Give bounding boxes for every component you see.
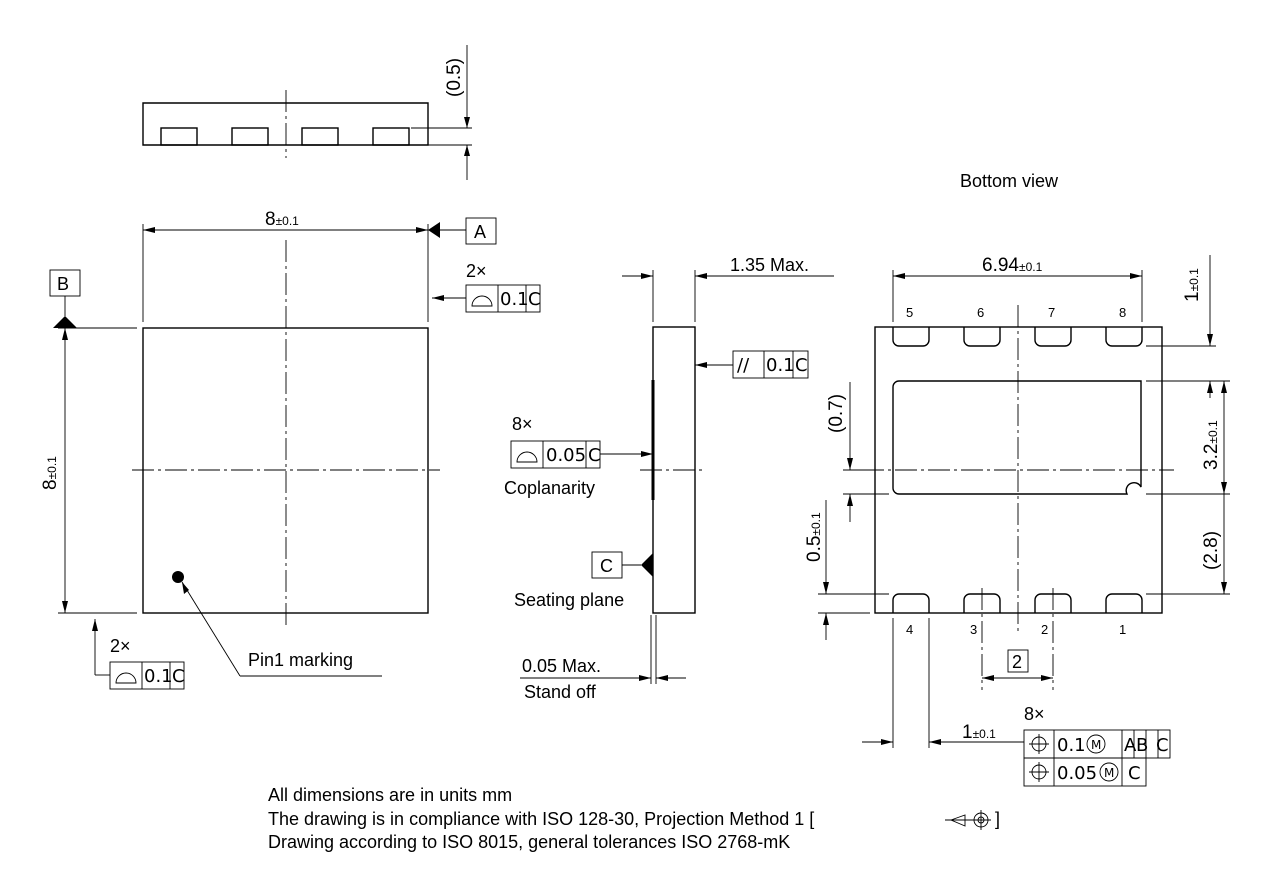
package-body-bottom [874, 326, 1163, 614]
bottom-view: Bottom view 5 6 7 8 4 3 2 1 6.94±0.1 [804, 171, 1230, 787]
side-view-top: (0.5) [142, 45, 472, 180]
bottom-view-title: Bottom view [960, 171, 1059, 191]
position-row1-datum-c: C [1156, 735, 1169, 756]
dim-0-5-tol: 0.5±0.1 [804, 512, 825, 562]
coplanarity-count: 8× [512, 414, 533, 434]
position-fcf-count: 8× [1024, 704, 1045, 724]
parallel-symbol: // [737, 355, 750, 376]
dim-0-7: (0.7) [826, 394, 847, 433]
dim-2-8: (2.8) [1201, 531, 1222, 570]
pin-1: 1 [1119, 622, 1126, 637]
pad-height-dim: 3.2±0.1 [1201, 420, 1222, 470]
width-dim: 8±0.1 [265, 209, 299, 230]
position-row1-datum-a: A [1124, 735, 1137, 756]
position-row1-modifier: M [1091, 738, 1101, 752]
position-row1-value: 0.1 [1057, 735, 1086, 756]
fcf-top-count: 2× [466, 261, 487, 281]
fcf-bottom-value: 0.1 [144, 666, 173, 687]
pin-8: 8 [1119, 305, 1126, 320]
pitch-value: 2 [1012, 652, 1022, 672]
pin-6: 6 [977, 305, 984, 320]
pin-2: 2 [1041, 622, 1048, 637]
datum-c-label: C [600, 556, 613, 576]
pad-width-dim: 1±0.1 [962, 722, 996, 743]
seating-plane-label: Seating plane [514, 590, 624, 610]
standoff-value: 0.05 Max. [522, 656, 601, 676]
side-view: 1.35 Max. // 0.1 C 8× 0.05 C Coplanarity… [504, 255, 834, 702]
position-row2-value: 0.05 [1057, 763, 1097, 784]
pin-3: 3 [970, 622, 977, 637]
datum-b-label: B [57, 274, 69, 294]
note-tolerances: Drawing according to ISO 8015, general t… [268, 832, 790, 852]
note-compliance-end: ] [995, 809, 1000, 829]
coplanarity-value: 0.05 [546, 445, 586, 466]
max-height: 1.35 Max. [730, 255, 809, 275]
projection-method-icon [945, 810, 991, 830]
fcf-bottom-datum: C [172, 666, 185, 687]
package-body-top [142, 327, 429, 614]
fcf-bottom-count: 2× [110, 636, 131, 656]
standoff-label: Stand off [524, 682, 597, 702]
pin1-label: Pin1 marking [248, 650, 353, 670]
pin1-marker [172, 571, 184, 583]
pin-7: 7 [1048, 305, 1055, 320]
height-dim: 8±0.1 [40, 456, 61, 490]
fcf-top-value: 0.1 [500, 289, 529, 310]
position-row2-modifier: M [1104, 766, 1114, 780]
parallel-value: 0.1 [766, 355, 795, 376]
pad-length-dim: 1±0.1 [1182, 268, 1203, 302]
dim-0-5: (0.5) [444, 58, 465, 97]
datum-a-label: A [474, 222, 486, 242]
exposed-pad [892, 380, 1142, 495]
position-row1-datum-b: B [1136, 735, 1148, 756]
bottom-width-dim: 6.94±0.1 [982, 255, 1043, 276]
note-units: All dimensions are in units mm [268, 785, 512, 805]
note-compliance: The drawing is in compliance with ISO 12… [268, 809, 814, 829]
position-row2-datum: C [1128, 763, 1141, 784]
coplanarity-label: Coplanarity [504, 478, 595, 498]
coplanarity-datum: C [588, 445, 601, 466]
notes: All dimensions are in units mm The drawi… [268, 785, 1000, 852]
pin-5: 5 [906, 305, 913, 320]
parallel-datum: C [795, 355, 808, 376]
fcf-top-datum: C [528, 289, 541, 310]
top-view: Pin1 marking 8±0.1 A 8±0.1 B 2× 0.1 [40, 209, 541, 690]
pin-4: 4 [906, 622, 913, 637]
